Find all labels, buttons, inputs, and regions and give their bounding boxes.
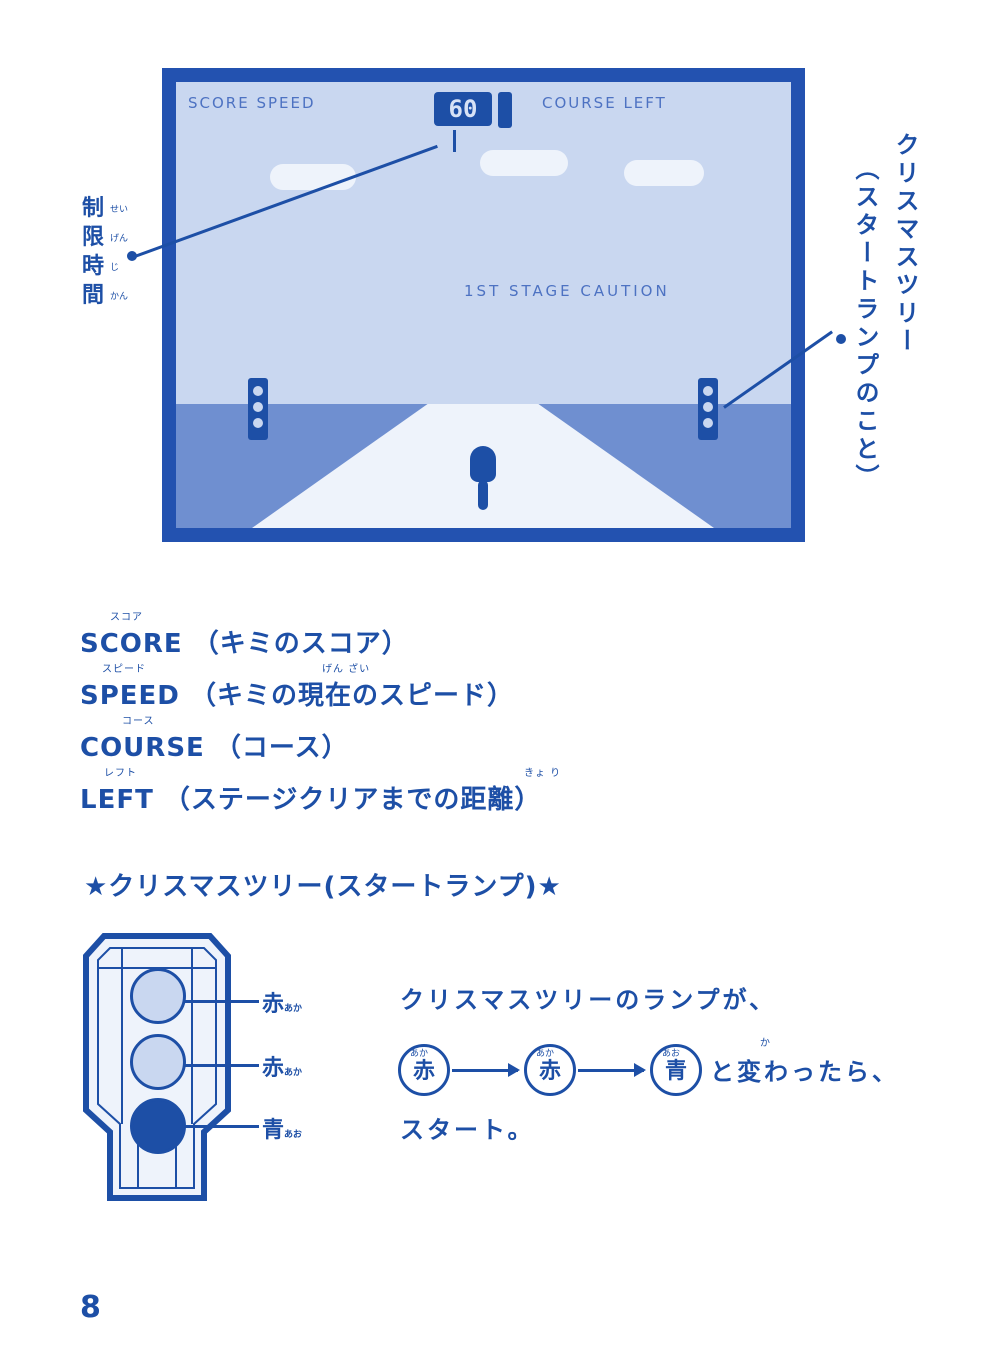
instruction-line-3: スタート。 [400,1116,535,1144]
cloud [270,164,356,190]
lamp-label-blue: 青あお [262,1118,303,1143]
hud-item-score: スコア SCORE （キミのスコア） [80,612,409,659]
lamp-red-middle [130,1034,186,1090]
stage-banner: 1ST STAGE CAUTION [464,282,670,300]
lamp-red-top [130,968,186,1024]
lamp-blue-bottom [130,1098,186,1154]
start-lamp-left [248,378,268,440]
time-limit-label: 制 限 時 間 [81,196,104,308]
lamp-line [183,1000,259,1003]
lamp-label-red: 赤あか [262,992,303,1017]
time-limit-ruby: せい げん じ かん [110,205,129,302]
lamp-line [183,1064,259,1067]
hud-item-speed: スピードげん ざい SPEED （キミの現在のスピード） [80,664,514,711]
sequence-blue: 青 [650,1044,702,1096]
arrow-icon [452,1063,520,1077]
arrow-icon [578,1063,646,1077]
lamp-label-red: 赤あか [262,1056,303,1081]
hud-item-course: コース COURSE （コース） [80,716,349,763]
callout-line [453,130,456,152]
tree-caption: クリスマスツリー [891,132,919,356]
sequence-red-2: 赤 [524,1044,576,1096]
tree-caption-note: （スタートランプのこと） [851,156,879,492]
instruction-ruby: か [760,1038,770,1049]
sequence-red-1: 赤 [398,1044,450,1096]
instruction-line-1: クリスマスツリーのランプが、 [400,986,777,1014]
sequence-ruby: あか [410,1049,429,1059]
hud-timer: 60 [434,92,492,126]
cloud [480,150,568,176]
sequence-ruby: あか [536,1049,555,1059]
hud-right: COURSE LEFT [542,94,667,112]
section-heading: ★クリスマスツリー(スタートランプ)★ [84,872,562,902]
game-screenshot: SCORE SPEED COURSE LEFT 1ST STAGE CAUTIO… [162,68,805,542]
hud-item-left: レフトきょ り LEFT （ステージクリアまでの距離） [80,768,562,815]
cloud [624,160,704,186]
hud-timer-bar [498,92,512,128]
instruction-line-2: と変わったら、 [710,1058,899,1086]
screen-sky [176,82,791,404]
start-lamp-right [698,378,718,440]
lamp-line [183,1125,259,1128]
callout-dot [836,334,846,344]
sequence-ruby: あお [662,1049,681,1059]
page-number: 8 [80,1290,101,1325]
player-bike [468,446,498,510]
hud-left: SCORE SPEED [188,94,316,112]
